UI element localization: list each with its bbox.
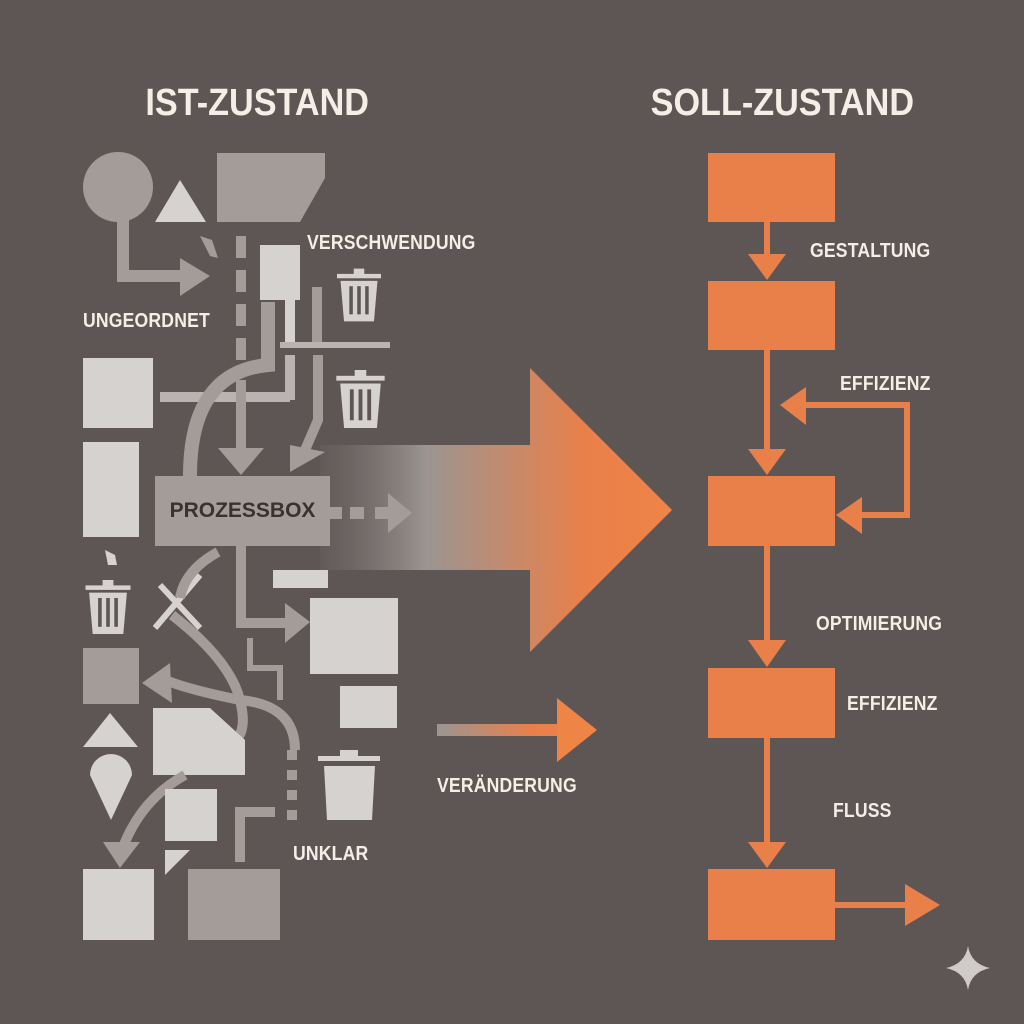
label-effizienz-loop: EFFIZIENZ	[840, 373, 931, 395]
process-box-shape	[155, 476, 330, 546]
label-effizienz: EFFIZIENZ	[847, 693, 938, 715]
process-box-label: PROZESSBOX	[169, 499, 316, 522]
label-unklar: UNKLAR	[293, 843, 369, 865]
triangle-shape	[155, 180, 206, 222]
label-gestaltung: GESTALTUNG	[810, 240, 931, 262]
circle-shape	[83, 152, 153, 222]
label-fluss: FLUSS	[833, 800, 892, 822]
transition-arrow-large	[320, 368, 672, 652]
trapezoid-shape	[217, 153, 325, 222]
transition-arrow-small	[437, 698, 597, 762]
label-ungeordnet: UNGEORDNET	[83, 310, 210, 332]
label-optimierung: OPTIMIERUNG	[816, 613, 943, 635]
trash-icon	[337, 268, 381, 322]
label-veraenderung: VERÄNDERUNG	[437, 775, 577, 797]
trash-icon	[85, 580, 131, 634]
title-ist-zustand: IST-ZUSTAND	[145, 82, 369, 124]
ist-shapes	[83, 152, 412, 940]
trash-icon-large	[318, 750, 380, 820]
sparkle-icon	[946, 946, 990, 990]
label-verschwendung: VERSCHWENDUNG	[307, 232, 476, 254]
title-soll-zustand: SOLL-ZUSTAND	[650, 82, 915, 124]
fragment-shape	[200, 236, 218, 258]
soll-flow	[708, 153, 940, 940]
trash-icon	[336, 370, 385, 428]
